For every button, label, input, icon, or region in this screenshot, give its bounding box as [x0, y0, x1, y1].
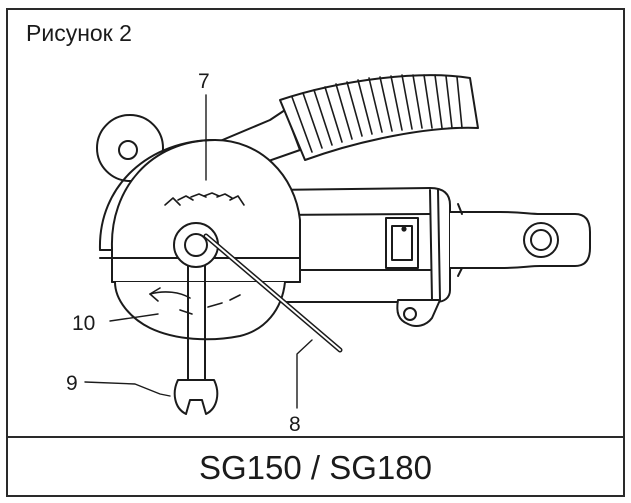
- motor-housing: [269, 187, 591, 327]
- callout-8: 8: [289, 413, 301, 436]
- leader-lines: [84, 94, 313, 409]
- figure-title: Рисунок 2: [26, 20, 132, 46]
- callout-10: 10: [72, 312, 95, 335]
- depth-scale: [164, 192, 245, 206]
- callout-7: 7: [198, 70, 210, 93]
- model-caption: SG150 / SG180: [199, 448, 432, 486]
- caption-divider: [6, 436, 625, 438]
- callout-9: 9: [66, 372, 78, 395]
- saw-disc: [114, 281, 286, 341]
- hex-key: [203, 233, 343, 353]
